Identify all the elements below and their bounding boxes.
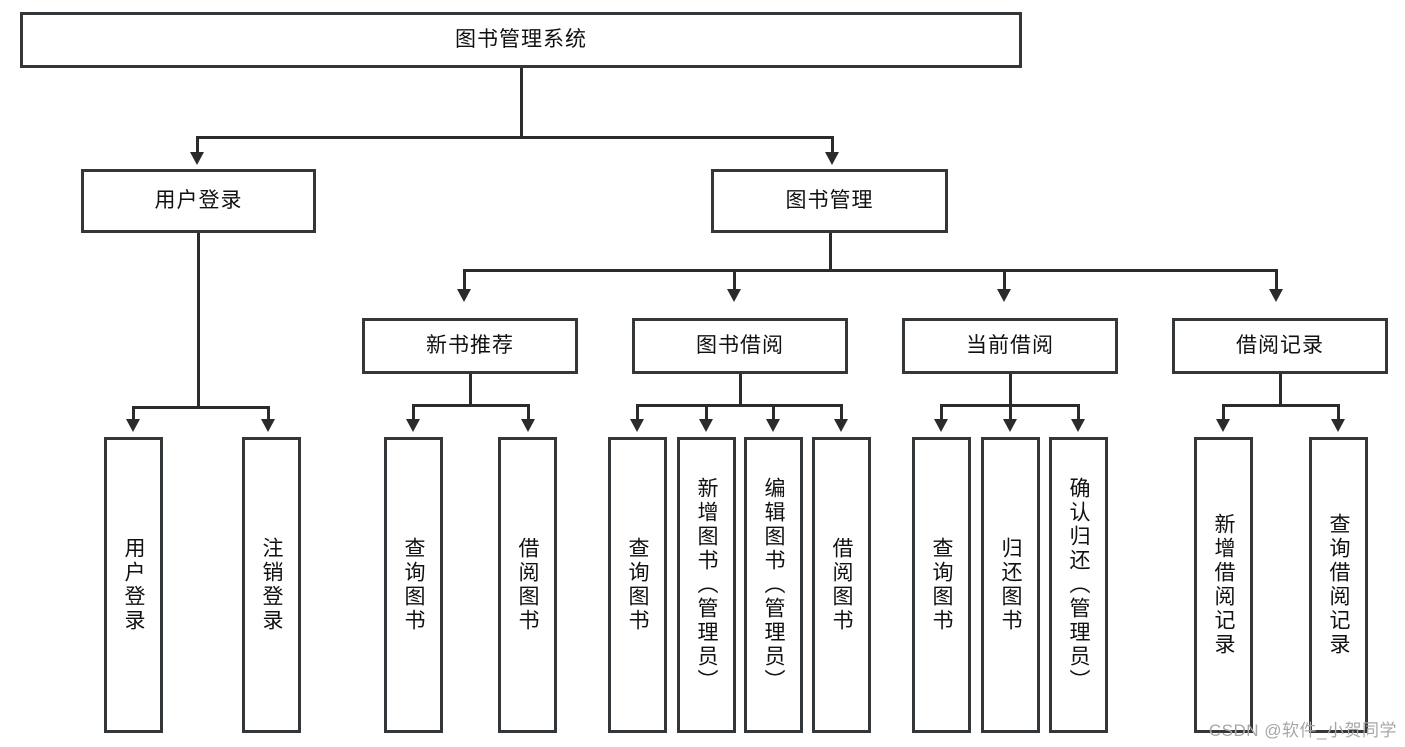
- arrowhead-leaf-edit-book: [766, 419, 780, 432]
- leaf-borrow-book-1[interactable]: 借阅图书: [498, 437, 557, 733]
- arrowhead-book-borrow: [727, 289, 741, 302]
- edge-bm-drop-4: [1275, 269, 1278, 291]
- leaf-query-book-1-label: 查询图书: [402, 537, 425, 633]
- leaf-add-book[interactable]: 新增图书（管理员）: [677, 437, 736, 733]
- leaf-logout-login-label: 注销登录: [260, 537, 283, 633]
- node-current-borrow-label: 当前借阅: [966, 333, 1054, 357]
- node-root[interactable]: 图书管理系统: [20, 12, 1022, 68]
- node-new-book-recommend-label: 新书推荐: [426, 333, 514, 357]
- edge-bm-drop-1: [463, 269, 466, 291]
- edge-book-manage-stem: [829, 233, 832, 271]
- leaf-user-login-label: 用户登录: [122, 537, 145, 633]
- arrowhead-leaf-user-login: [126, 419, 140, 432]
- edge-nbr-bus: [412, 404, 530, 407]
- arrowhead-leaf-borrow-book-1: [521, 419, 535, 432]
- edge-root-bus: [196, 136, 833, 139]
- edge-bb-drop-3: [772, 404, 775, 421]
- leaf-return-book-label: 归还图书: [999, 537, 1022, 633]
- edge-bb-drop-1: [636, 404, 639, 421]
- leaf-add-book-label: 新增图书（管理员）: [695, 477, 718, 693]
- leaf-query-book-3-label: 查询图书: [930, 537, 953, 633]
- arrowhead-leaf-add-book: [699, 419, 713, 432]
- edge-bb-drop-2: [705, 404, 708, 421]
- leaf-query-book-1[interactable]: 查询图书: [384, 437, 443, 733]
- edge-root-to-user-login: [196, 136, 199, 155]
- leaf-query-book-2-label: 查询图书: [626, 537, 649, 633]
- edge-user-login-bus: [132, 406, 267, 409]
- edge-br-drop-1: [1222, 404, 1225, 421]
- leaf-borrow-book-2[interactable]: 借阅图书: [812, 437, 871, 733]
- leaf-return-book[interactable]: 归还图书: [981, 437, 1040, 733]
- arrowhead-leaf-query-book-1: [406, 419, 420, 432]
- arrowhead-leaf-borrow-book-2: [834, 419, 848, 432]
- arrowhead-leaf-query-book-3: [934, 419, 948, 432]
- node-book-borrow-label: 图书借阅: [696, 333, 784, 357]
- edge-nbr-drop-2: [527, 404, 530, 421]
- arrowhead-current-borrow: [997, 289, 1011, 302]
- leaf-confirm-return-label: 确认归还（管理员）: [1067, 477, 1090, 693]
- node-borrow-record[interactable]: 借阅记录: [1172, 318, 1388, 374]
- edge-user-login-drop-2: [267, 406, 270, 421]
- arrowhead-user-login: [190, 152, 204, 165]
- arrowhead-leaf-return-book: [1003, 419, 1017, 432]
- leaf-add-record[interactable]: 新增借阅记录: [1194, 437, 1253, 733]
- arrowhead-new-book-recommend: [457, 289, 471, 302]
- edge-cb-drop-2: [1009, 404, 1012, 421]
- arrowhead-leaf-add-record: [1216, 419, 1230, 432]
- leaf-edit-book[interactable]: 编辑图书（管理员）: [744, 437, 803, 733]
- edge-book-manage-bus: [463, 269, 1278, 272]
- arrowhead-leaf-query-record: [1331, 419, 1345, 432]
- edge-br-stem: [1279, 374, 1282, 406]
- node-book-manage[interactable]: 图书管理: [711, 169, 948, 233]
- edge-nbr-drop-1: [412, 404, 415, 421]
- leaf-query-book-3[interactable]: 查询图书: [912, 437, 971, 733]
- node-user-login[interactable]: 用户登录: [81, 169, 316, 233]
- arrowhead-leaf-logout-login: [261, 419, 275, 432]
- node-borrow-record-label: 借阅记录: [1236, 333, 1324, 357]
- node-new-book-recommend[interactable]: 新书推荐: [362, 318, 578, 374]
- node-current-borrow[interactable]: 当前借阅: [902, 318, 1118, 374]
- arrowhead-leaf-query-book-2: [630, 419, 644, 432]
- edge-cb-drop-1: [940, 404, 943, 421]
- edge-bb-drop-4: [840, 404, 843, 421]
- arrowhead-book-manage: [825, 152, 839, 165]
- leaf-edit-book-label: 编辑图书（管理员）: [762, 477, 785, 693]
- edge-nbr-stem: [469, 374, 472, 406]
- leaf-query-book-2[interactable]: 查询图书: [608, 437, 667, 733]
- leaf-borrow-book-1-label: 借阅图书: [516, 537, 539, 633]
- edge-user-login-stem: [197, 233, 200, 408]
- node-user-login-label: 用户登录: [154, 188, 243, 212]
- edge-br-drop-2: [1337, 404, 1340, 421]
- edge-cb-drop-3: [1077, 404, 1080, 421]
- edge-user-login-drop-1: [132, 406, 135, 421]
- edge-br-bus: [1222, 404, 1340, 407]
- leaf-confirm-return[interactable]: 确认归还（管理员）: [1049, 437, 1108, 733]
- leaf-borrow-book-2-label: 借阅图书: [830, 537, 853, 633]
- leaf-query-record-label: 查询借阅记录: [1327, 513, 1350, 657]
- edge-bb-bus: [636, 404, 843, 407]
- edge-root-to-book-manage: [831, 136, 834, 155]
- edge-bb-stem: [739, 374, 742, 406]
- node-book-borrow[interactable]: 图书借阅: [632, 318, 848, 374]
- edge-bm-drop-3: [1003, 269, 1006, 291]
- leaf-user-login[interactable]: 用户登录: [104, 437, 163, 733]
- edge-cb-stem: [1009, 374, 1012, 406]
- leaf-logout-login[interactable]: 注销登录: [242, 437, 301, 733]
- node-book-manage-label: 图书管理: [785, 188, 874, 212]
- node-root-label: 图书管理系统: [455, 27, 587, 51]
- edge-root-stem: [520, 68, 523, 138]
- arrowhead-leaf-confirm-return: [1071, 419, 1085, 432]
- leaf-query-record[interactable]: 查询借阅记录: [1309, 437, 1368, 733]
- leaf-add-record-label: 新增借阅记录: [1212, 513, 1235, 657]
- arrowhead-borrow-record: [1269, 289, 1283, 302]
- edge-bm-drop-2: [733, 269, 736, 291]
